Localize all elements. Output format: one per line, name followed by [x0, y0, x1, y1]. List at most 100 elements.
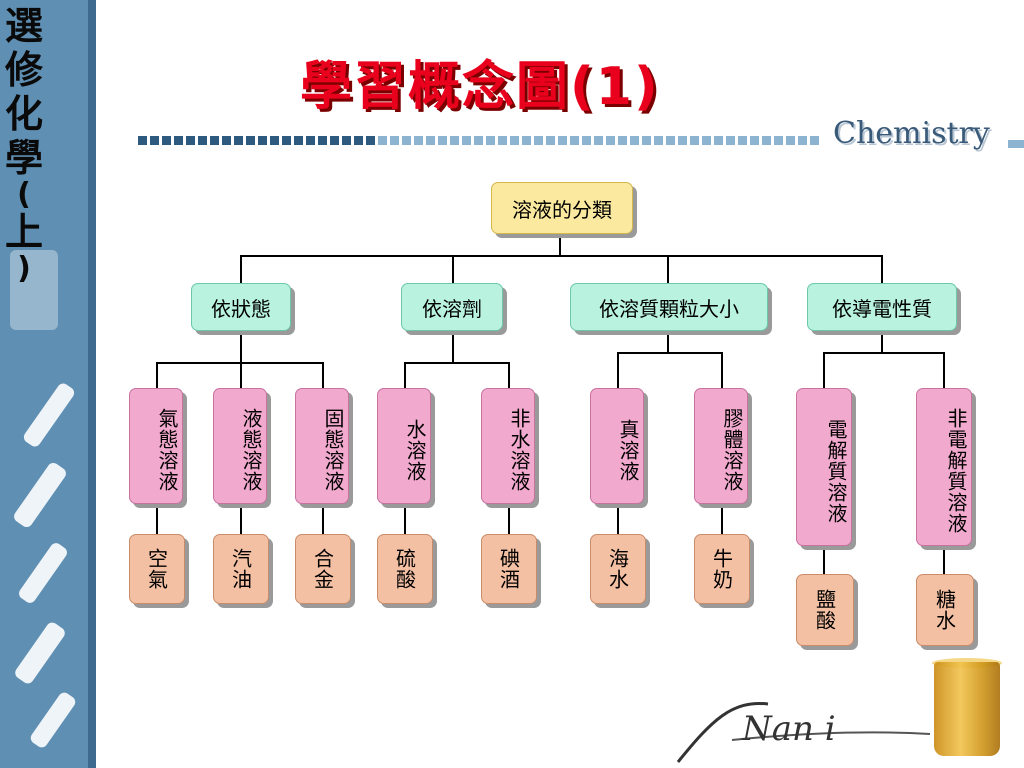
connector-line [721, 504, 723, 534]
divider-dash [690, 136, 699, 145]
category-node: 依溶劑 [401, 283, 503, 331]
connector-line [881, 255, 883, 285]
divider-dash [402, 136, 411, 145]
divider-dash [438, 136, 447, 145]
subcategory-node: 固態溶液 [295, 388, 349, 504]
bottle-icon [28, 690, 78, 750]
connector-line [322, 362, 324, 388]
divider-dash [774, 136, 783, 145]
divider-dash [762, 136, 771, 145]
divider-dash [162, 136, 171, 145]
example-node: 硫酸 [377, 534, 433, 604]
course-title-char: 選 [4, 4, 43, 48]
bottle-icon [10, 250, 58, 330]
connector-line [823, 546, 825, 574]
connector-line [617, 352, 619, 388]
connector-line [508, 362, 510, 388]
divider-dash [510, 136, 519, 145]
example-node: 海水 [590, 534, 646, 604]
connector-line [322, 504, 324, 534]
connector-line [823, 352, 825, 388]
subcategory-node: 液態溶液 [213, 388, 267, 504]
subcategory-node: 水溶液 [377, 388, 431, 504]
subcategory-node: 電解質溶液 [796, 388, 852, 546]
connector-line [240, 255, 242, 285]
category-node: 依導電性質 [807, 283, 957, 331]
divider-dash [174, 136, 183, 145]
divider-dash [282, 136, 291, 145]
divider-dash [234, 136, 243, 145]
divider-dash [486, 136, 495, 145]
divider-dash [738, 136, 747, 145]
category-node: 依溶質顆粒大小 [570, 283, 768, 331]
publisher-logo: Nan i [676, 702, 931, 763]
example-node: 碘酒 [481, 534, 537, 604]
example-node: 糖水 [916, 574, 974, 646]
divider-dash [342, 136, 351, 145]
subcategory-node: 非水溶液 [481, 388, 535, 504]
connector-line [943, 546, 945, 574]
divider-dash [366, 136, 375, 145]
divider-dash [618, 136, 627, 145]
divider-dash [186, 136, 195, 145]
divider-dash [246, 136, 255, 145]
divider-dashes [138, 136, 828, 148]
divider-dash [786, 136, 795, 145]
divider-dash [270, 136, 279, 145]
example-node: 鹽酸 [796, 574, 854, 646]
sidebar: 選 修 化 學 ( 上 ) [0, 0, 96, 768]
divider-dash [222, 136, 231, 145]
divider-dash [210, 136, 219, 145]
divider-dash [606, 136, 615, 145]
connector-line [721, 352, 723, 388]
divider-dash [630, 136, 639, 145]
divider-dash [594, 136, 603, 145]
divider-dash [654, 136, 663, 145]
beaker-icon [934, 662, 1000, 756]
divider-dash [150, 136, 159, 145]
connector-line [240, 333, 242, 363]
connector-line [617, 352, 723, 354]
divider-dash [750, 136, 759, 145]
subcategory-node: 真溶液 [590, 388, 644, 504]
divider-dash [426, 136, 435, 145]
divider-dash [810, 136, 819, 145]
divider-dash [198, 136, 207, 145]
connector-line [240, 362, 242, 388]
divider-dash [678, 136, 687, 145]
subcategory-node: 氣態溶液 [129, 388, 183, 504]
brand-text: Chemistry [833, 116, 990, 151]
divider-dash [798, 136, 807, 145]
sidebar-edge [88, 0, 96, 768]
divider-dash [390, 136, 399, 145]
divider-dash [138, 136, 147, 145]
divider-dash [462, 136, 471, 145]
course-title-char: 上 [4, 210, 43, 254]
course-title-char: 學 [4, 136, 43, 180]
connector-line [404, 362, 510, 364]
course-title-char: 化 [4, 92, 43, 136]
connector-line [823, 352, 945, 354]
connector-line [617, 504, 619, 534]
divider-dash [714, 136, 723, 145]
logo-text: Nan i [741, 709, 836, 749]
bottle-icon [12, 620, 68, 686]
example-node: 汽油 [213, 534, 269, 604]
divider-dash [570, 136, 579, 145]
divider-dash [666, 136, 675, 145]
connector-line [508, 504, 510, 534]
divider-dash [498, 136, 507, 145]
page-title: 學習概念圖(1) [300, 57, 660, 117]
divider-dash [726, 136, 735, 145]
bottle-icon [11, 460, 69, 530]
category-node: 依狀態 [191, 283, 291, 331]
connector-line [156, 504, 158, 534]
divider-dash [702, 136, 711, 145]
connector-line [404, 362, 406, 388]
connector-line [452, 333, 454, 363]
divider-end [1008, 140, 1024, 148]
connector-line [667, 255, 669, 285]
divider-dash [258, 136, 267, 145]
connector-line [943, 352, 945, 388]
connector-line [240, 504, 242, 534]
